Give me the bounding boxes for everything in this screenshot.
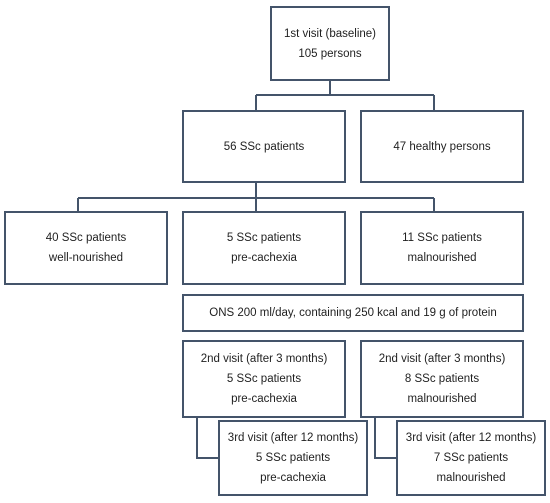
malnourished-label: malnourished [407, 252, 477, 264]
visit2-malnourished-count: 8 SSc patients [404, 373, 480, 385]
visit2-precachexia-count: 5 SSc patients [226, 373, 302, 385]
visit2-precachexia-label: pre-cachexia [231, 393, 297, 405]
healthy-persons-box: 47 healthy persons [360, 110, 524, 183]
connector-visit2-pre-to-visit3 [196, 418, 218, 459]
precachexia-box: 5 SSc patients pre-cachexia [182, 211, 346, 285]
healthy-persons-label: 47 healthy persons [393, 140, 491, 153]
malnourished-count: 11 SSc patients [402, 232, 482, 244]
baseline-title: 1st visit (baseline) [283, 27, 377, 40]
visit3-precachexia-count: 5 SSc patients [255, 452, 331, 464]
ons-supplement-box: ONS 200 ml/day, containing 250 kcal and … [182, 294, 524, 332]
visit2-malnourished-box: 2nd visit (after 3 months) 8 SSc patient… [360, 340, 524, 418]
baseline-box: 1st visit (baseline) 105 persons [270, 6, 390, 81]
well-nourished-label: well-nourished [48, 252, 124, 264]
connector-visit2-mal-to-visit3 [374, 418, 396, 459]
visit3-malnourished-count: 7 SSc patients [433, 452, 509, 464]
precachexia-label: pre-cachexia [231, 252, 297, 264]
ssc-patients-label: 56 SSc patients [223, 140, 305, 153]
visit3-precachexia-label: pre-cachexia [260, 472, 326, 484]
precachexia-count: 5 SSc patients [226, 232, 302, 244]
well-nourished-count: 40 SSc patients [45, 232, 127, 244]
visit2-malnourished-label: malnourished [407, 393, 477, 405]
visit3-malnourished-label: malnourished [436, 472, 506, 484]
visit3-precachexia-title: 3rd visit (after 12 months) [227, 432, 359, 444]
visit3-malnourished-box: 3rd visit (after 12 months) 7 SSc patien… [396, 420, 546, 496]
ssc-patients-box: 56 SSc patients [182, 110, 346, 183]
visit3-malnourished-title: 3rd visit (after 12 months) [405, 432, 537, 444]
visit3-precachexia-box: 3rd visit (after 12 months) 5 SSc patien… [218, 420, 368, 496]
well-nourished-box: 40 SSc patients well-nourished [4, 211, 168, 285]
ons-supplement-label: ONS 200 ml/day, containing 250 kcal and … [209, 307, 497, 319]
visit2-malnourished-title: 2nd visit (after 3 months) [378, 353, 506, 365]
baseline-count: 105 persons [298, 47, 362, 60]
visit2-precachexia-box: 2nd visit (after 3 months) 5 SSc patient… [182, 340, 346, 418]
malnourished-box: 11 SSc patients malnourished [360, 211, 524, 285]
visit2-precachexia-title: 2nd visit (after 3 months) [200, 353, 328, 365]
